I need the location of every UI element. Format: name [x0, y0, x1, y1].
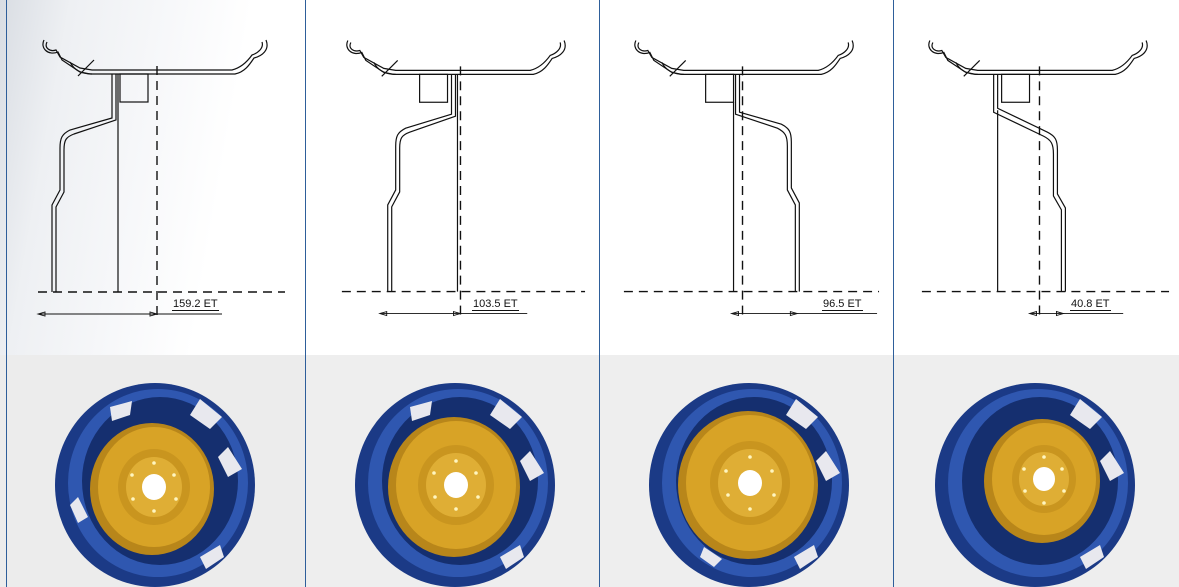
panel-2: 103.5 ET	[305, 0, 599, 587]
wheel-render-icon	[355, 383, 555, 587]
offset-label: 96.5 ET	[822, 298, 863, 311]
panel-1-drawing-area: 159.2 ET	[0, 0, 305, 355]
panel-4-cross-section-drawing	[921, 40, 1170, 318]
wheel-render-icon	[55, 383, 255, 587]
panel-3-drawing-area: 96.5 ET	[600, 0, 893, 355]
wheel-render-icon	[935, 383, 1135, 587]
panel-1-render-area	[0, 355, 305, 587]
panel-2-render-area	[306, 355, 599, 587]
panel-4-render-area	[894, 355, 1179, 587]
panel-1-cross-section-drawing	[36, 39, 285, 318]
panel-4: 40.8 ET	[893, 0, 1179, 587]
panel-1: 159.2 ET	[0, 0, 305, 587]
panel-3-cross-section-drawing	[623, 40, 880, 318]
panel-2-drawing-area: 103.5 ET	[306, 0, 599, 355]
panel-3-render-area	[600, 355, 893, 587]
offset-label: 40.8 ET	[1070, 298, 1111, 311]
panel-4-drawing-area: 40.8 ET	[894, 0, 1179, 355]
panel-3: 96.5 ET	[599, 0, 893, 587]
panel-2-cross-section-drawing	[341, 40, 586, 318]
offset-label: 159.2 ET	[172, 298, 219, 311]
offset-label: 103.5 ET	[472, 298, 519, 311]
wheel-render-icon	[649, 383, 849, 587]
outer-frame	[0, 0, 7, 587]
